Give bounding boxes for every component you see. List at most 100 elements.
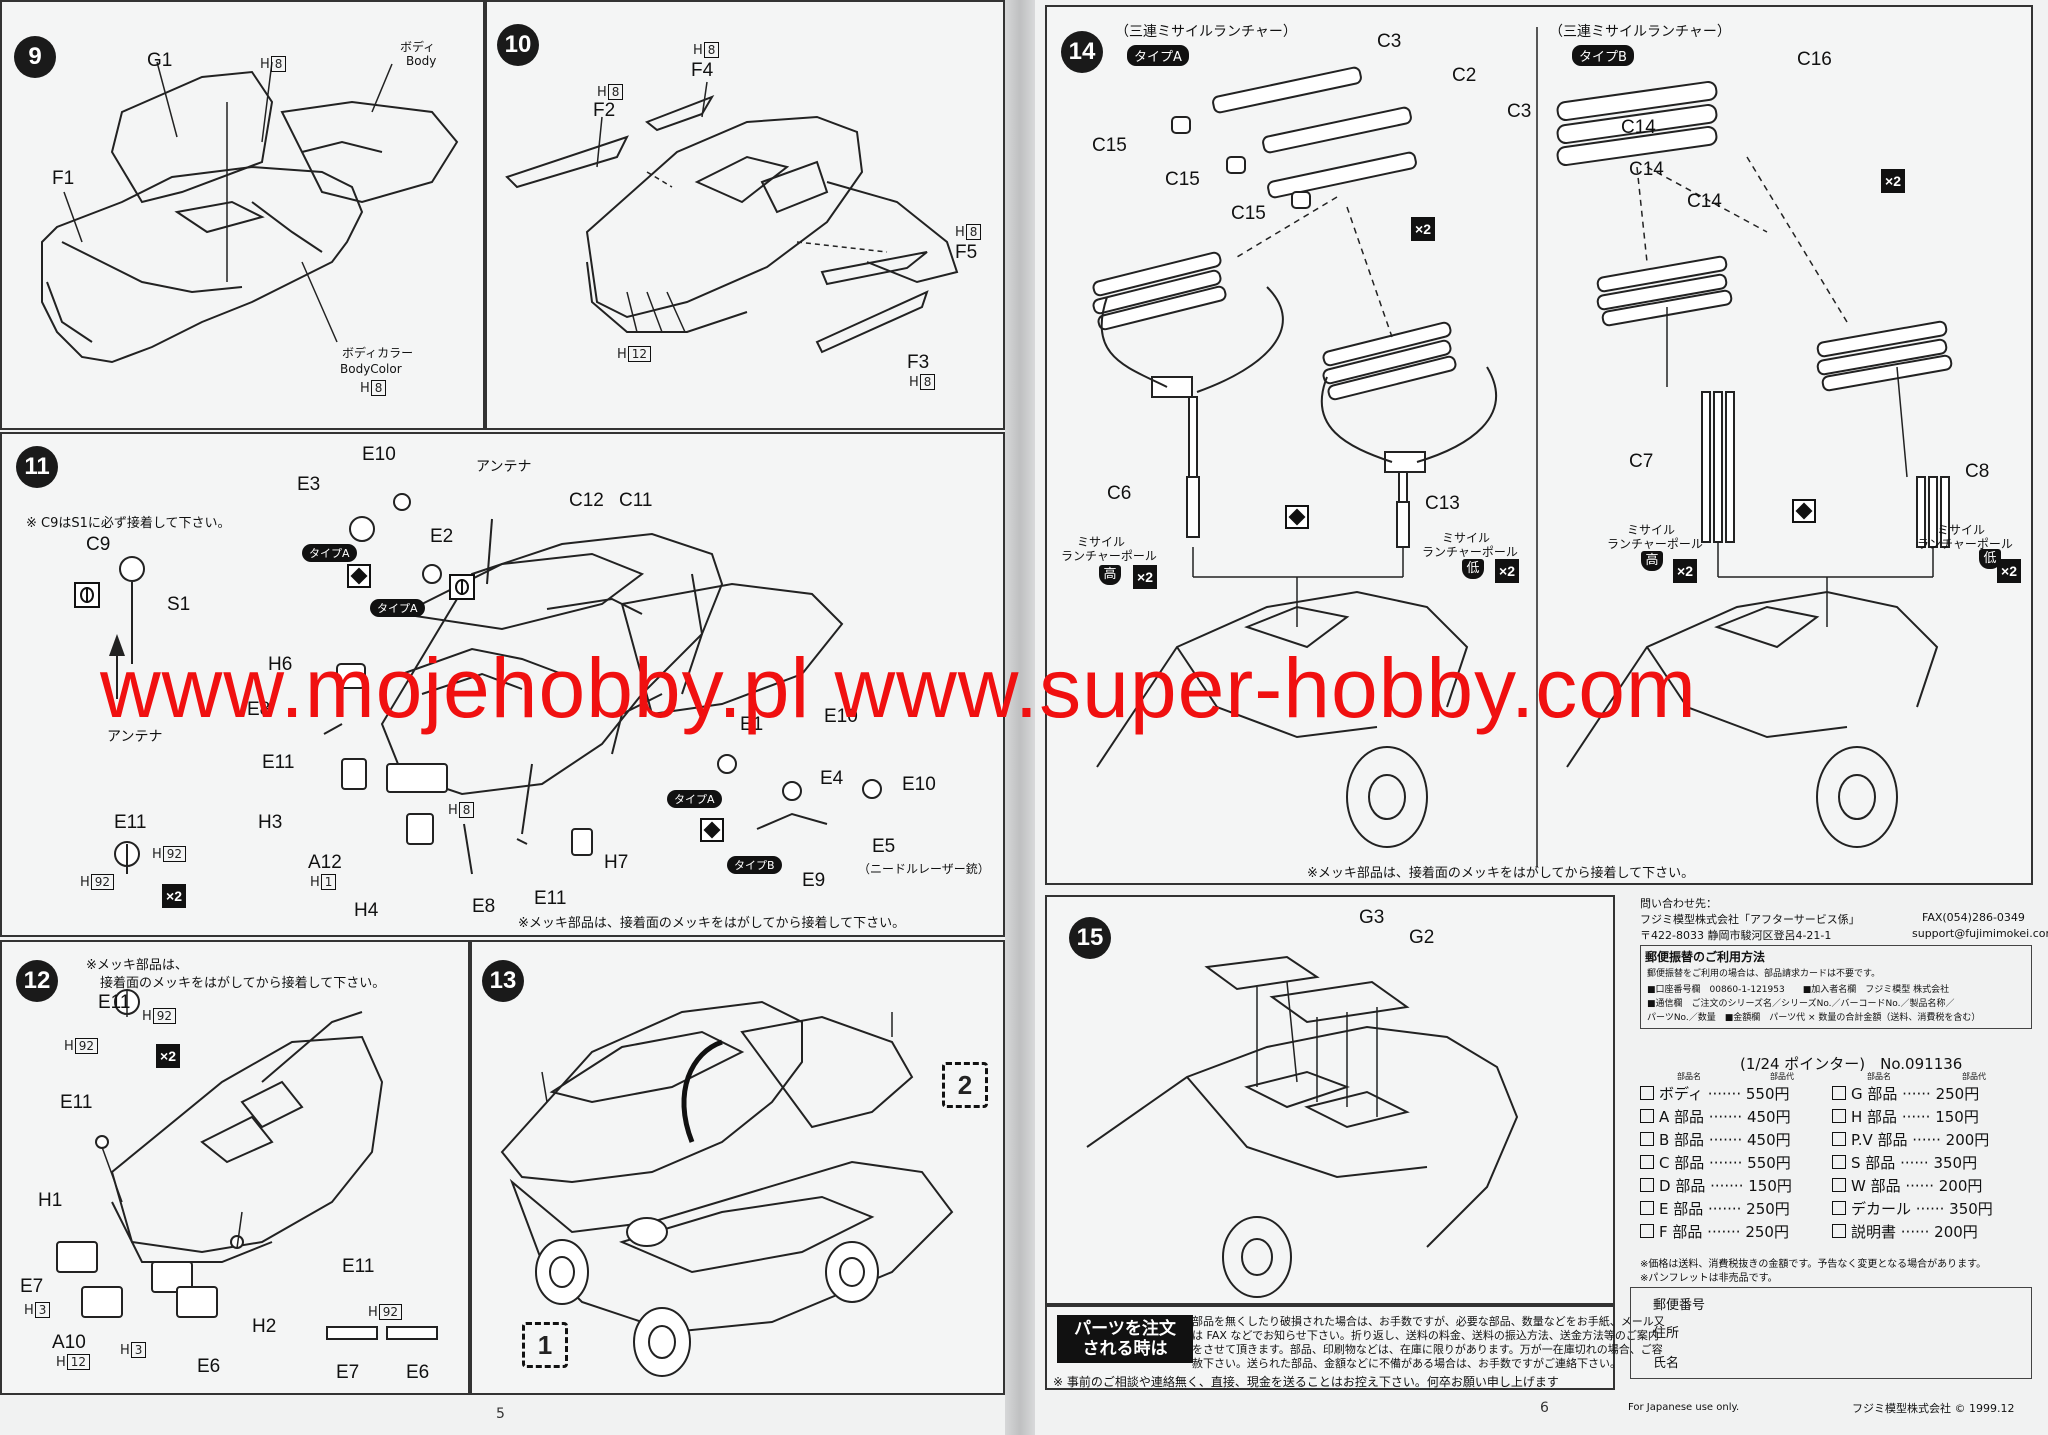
col-name-left: 部品名 (1677, 1072, 1701, 1081)
label-e7: E7 (20, 1276, 44, 1297)
label-h7: H7 (604, 852, 629, 873)
type-b-badge: タイプB (1572, 45, 1634, 66)
order-text-4: 赦下さい。送られた部品、金額などに不備がある場合は、お手数ですがご連絡下さい。 (1192, 1357, 1621, 1370)
label-e1: E1 (740, 714, 764, 735)
label-a10: A10 (52, 1332, 86, 1353)
label-antenna: アンテナ (476, 459, 532, 475)
type-b-badge: タイプB (727, 856, 782, 874)
part-row[interactable]: H 部品 ······ 150円 (1832, 1106, 1979, 1127)
step-14-drawing (1092, 27, 1953, 867)
step-number: 11 (16, 446, 58, 488)
postal-title: 郵便振替のご利用方法 (1645, 950, 1766, 964)
type-a-badge: タイプA (370, 599, 425, 617)
part-row[interactable]: A 部品 ······· 450円 (1640, 1106, 1791, 1127)
step-number: 10 (497, 24, 539, 66)
label-e5-note: （ニードルレーザー銃） (858, 862, 990, 876)
order-title-line-2: される時は (1082, 1339, 1168, 1359)
label-h2: H2 (252, 1316, 277, 1337)
high-badge: 高 (1099, 565, 1121, 585)
part-row[interactable]: G 部品 ······ 250円 (1832, 1083, 1979, 1104)
label-bodycolor-en: BodyColor (340, 362, 402, 376)
label-e11: E11 (534, 888, 567, 909)
label-c2: C2 (1452, 65, 1477, 86)
label-e11: E11 (114, 812, 147, 833)
label-pole-jp-1: ミサイル (1937, 523, 1986, 537)
order-text-2: は FAX などでお知らせ下さい。折り返し、送料の料金、送料の振込方法、送金方法… (1192, 1329, 1659, 1342)
label-e10: E10 (362, 444, 396, 465)
page-number-right: 6 (1540, 1400, 1549, 1416)
chrome-note: ※メッキ部品は、接着面のメッキをはがしてから接着して下さい。 (1307, 866, 1695, 881)
part-row[interactable]: 説明書 ······ 200円 (1832, 1221, 1978, 1242)
quantity-x2-badge: ×2 (1133, 565, 1157, 589)
contact-card: 問い合わせ先： フジミ模型株式会社「アフターサービス係」 FAX(054)286… (1622, 895, 2048, 1390)
part-row[interactable]: S 部品 ······ 350円 (1832, 1152, 1977, 1173)
hole-open-icon (449, 574, 475, 600)
chrome-note-2: 接着面のメッキをはがしてから接着して下さい。 (100, 976, 386, 991)
glue-icon (347, 564, 371, 588)
step-11-panel: 11 ※ C9はS1に必ず接着して下さい。 C9 S1 アンテナ アンテナ E1… (0, 432, 1005, 937)
contact-line-1: 問い合わせ先： (1640, 897, 1717, 910)
label-c16: C16 (1797, 49, 1832, 70)
quantity-x2-badge: ×2 (1495, 559, 1519, 583)
label-h1: H1 (38, 1190, 63, 1211)
part-row[interactable]: ボディ ······· 550円 (1640, 1083, 1790, 1104)
label-g1: G1 (147, 50, 173, 71)
label-pole-jp-1: ミサイル (1627, 523, 1676, 537)
part-row[interactable]: F 部品 ······· 250円 (1640, 1221, 1789, 1242)
step-10-drawing (505, 81, 959, 354)
part-row[interactable]: B 部品 ······· 450円 (1640, 1129, 1791, 1150)
label-c15: C15 (1165, 169, 1200, 190)
copyright: フジミ模型株式会社 © 1999.12 (1852, 1402, 2015, 1415)
quantity-x2-badge: ×2 (1411, 217, 1435, 241)
quantity-x2-badge: ×2 (156, 1044, 180, 1068)
order-box: パーツを注文 される時は 部品を無くしたり破損された場合は、お手数ですが、必要な… (1045, 1305, 1665, 1390)
label-e10: E10 (824, 706, 858, 727)
label-e8: E8 (247, 699, 271, 720)
part-row[interactable]: C 部品 ······· 550円 (1640, 1152, 1791, 1173)
chrome-note: ※メッキ部品は、接着面のメッキをはがしてから接着して下さい。 (518, 916, 906, 931)
glue-icon (1285, 505, 1309, 529)
label-e8: E8 (472, 896, 496, 917)
label-pole-jp-2: ランチャーポール (1422, 545, 1518, 559)
high-badge: 高 (1641, 551, 1663, 571)
quantity-x2-badge: ×2 (1881, 169, 1905, 193)
glue-icon (1792, 499, 1816, 523)
part-row[interactable]: D 部品 ······· 150円 (1640, 1175, 1792, 1196)
quantity-x2-badge: ×2 (1673, 559, 1697, 583)
step-12-panel: 12 ※メッキ部品は、 接着面のメッキをはがしてから接着して下さい。 E11 H… (0, 940, 470, 1395)
page-gutter (1005, 0, 1035, 1435)
part-row[interactable]: デカール ······ 350円 (1832, 1198, 1993, 1219)
label-h3: H3 (258, 812, 283, 833)
watermark: www.mojehobby.pl www.super-hobby.com (100, 641, 1697, 735)
step-13-panel: 13 2 1 (470, 940, 1005, 1395)
label-pole-jp-1: ミサイル (1077, 535, 1126, 549)
part-row[interactable]: E 部品 ······· 250円 (1640, 1198, 1790, 1219)
step-number: 12 (16, 960, 58, 1002)
part-row[interactable]: P.V 部品 ······ 200円 (1832, 1129, 1989, 1150)
address-label: 住所 (1653, 1326, 1680, 1341)
part-row[interactable]: W 部品 ······ 200円 (1832, 1175, 1982, 1196)
label-e5: E5 (872, 836, 896, 857)
label-f4: F4 (691, 60, 714, 81)
order-title-line-1: パーツを注文 (1074, 1319, 1176, 1339)
label-c15: C15 (1092, 135, 1127, 156)
col-name-right: 部品名 (1867, 1072, 1891, 1081)
hole-open-icon (74, 582, 100, 608)
order-text-3: をさせて頂きます。部品、印刷物などは、在庫に限りがあります。万が一在庫切れの場合… (1192, 1343, 1663, 1356)
label-c6: C6 (1107, 483, 1132, 504)
label-c3: C3 (1377, 31, 1402, 52)
step-number: 14 (1061, 31, 1103, 73)
label-body-jp: ボディ (400, 40, 436, 54)
label-e10: E10 (902, 774, 936, 795)
order-warning: ※ 事前のご相談や連絡無く、直接、現金を送ることはお控え下さい。何卒お願い申し上… (1053, 1375, 1559, 1389)
address-form: 郵便番号 住所 氏名 (1630, 1287, 2032, 1379)
